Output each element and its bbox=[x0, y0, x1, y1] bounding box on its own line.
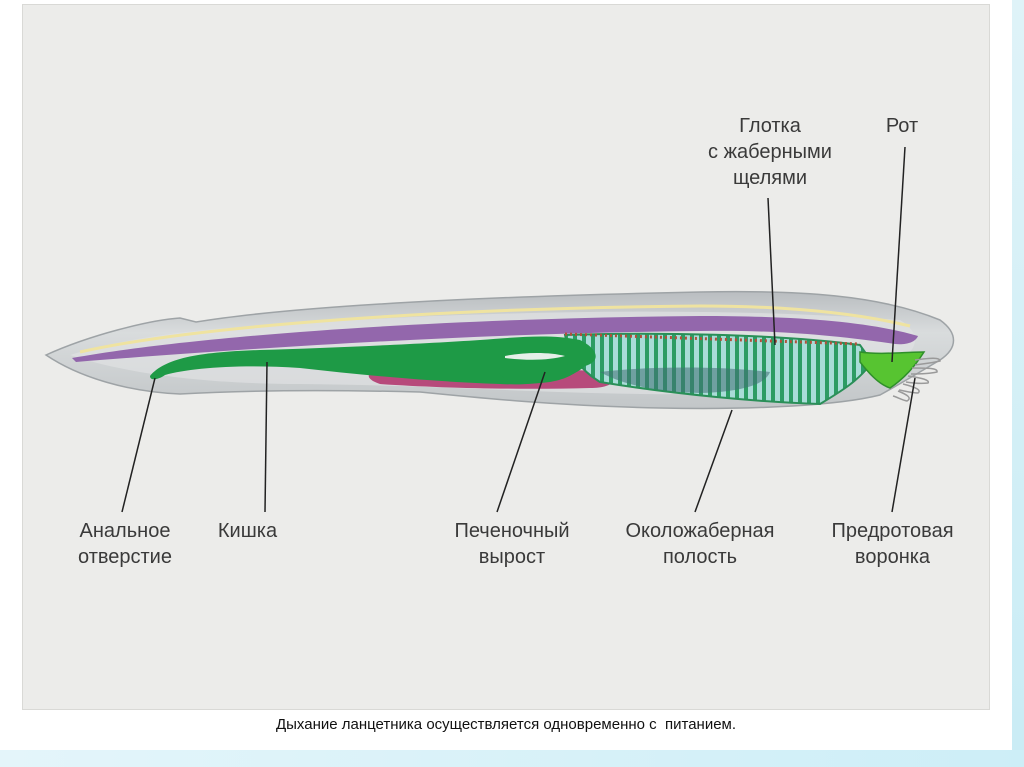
slide-caption: Дыхание ланцетника осуществляется одновр… bbox=[275, 716, 737, 733]
label-pharynx: Глотка с жаберными щелями bbox=[708, 115, 832, 189]
leader-oral-funnel bbox=[891, 377, 916, 513]
intestine bbox=[150, 336, 596, 385]
gut-highlight bbox=[505, 353, 565, 360]
atrial-cavity bbox=[600, 367, 770, 393]
slide-decoration-bottom bbox=[0, 750, 1024, 767]
leader-intestine bbox=[264, 361, 268, 513]
mouth-region bbox=[859, 351, 926, 389]
leader-lines bbox=[121, 146, 916, 513]
label-anus: Анальное отверстие bbox=[78, 520, 172, 568]
oral-cirri bbox=[892, 357, 941, 402]
leader-liver bbox=[496, 371, 546, 513]
label-oral-funnel: Предротовая воронка bbox=[831, 520, 954, 568]
notochord bbox=[72, 316, 918, 362]
leader-mouth bbox=[891, 146, 906, 363]
liver-outgrowth bbox=[498, 362, 580, 384]
leader-anus bbox=[121, 377, 156, 513]
slide-decoration-right bbox=[1012, 0, 1024, 767]
label-atrium: Околожаберная полость bbox=[625, 520, 775, 568]
leader-pharynx bbox=[767, 197, 776, 346]
gill-tips bbox=[564, 332, 861, 346]
label-intestine: Кишка bbox=[217, 520, 278, 542]
nerve-cord bbox=[79, 304, 911, 354]
label-liver: Печеночный вырост bbox=[454, 520, 570, 568]
leader-atrium bbox=[694, 409, 733, 513]
label-mouth: Рот bbox=[885, 115, 919, 137]
